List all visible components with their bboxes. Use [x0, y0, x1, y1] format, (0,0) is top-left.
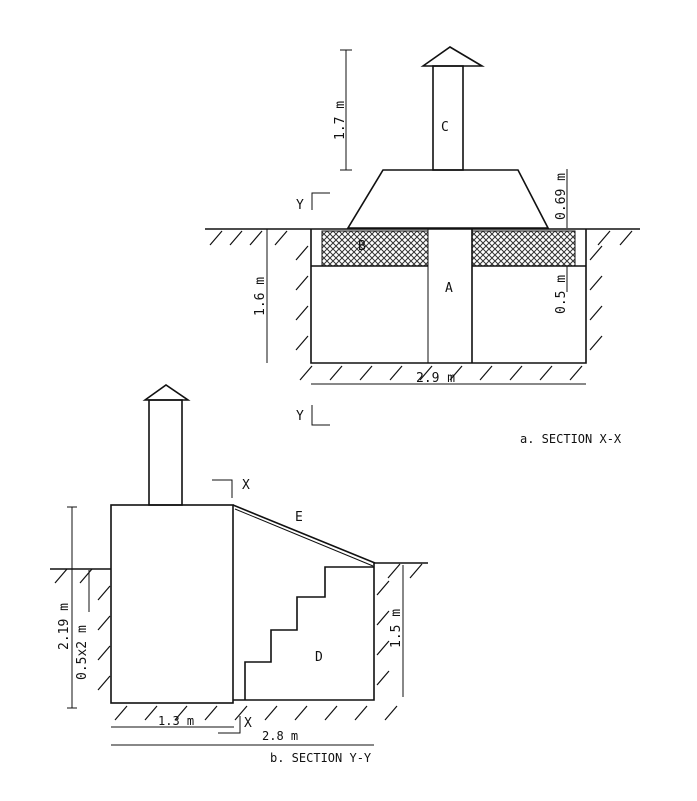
section-mark-x-bottom [218, 716, 241, 734]
roof-e [232, 504, 376, 564]
chimney [148, 399, 183, 506]
label-y-top: Y [296, 198, 304, 213]
label-y-bottom: Y [296, 409, 304, 424]
section-mark-y-top [311, 192, 330, 210]
stairs-d [244, 566, 374, 700]
caption-section-a: a. SECTION X-X [520, 432, 622, 446]
dim-stair-depth: 1.5 m [389, 609, 404, 648]
dim-pit-width: 2.9 m [416, 371, 455, 386]
caption-section-b: b. SECTION Y-Y [270, 751, 372, 765]
soil-hatch [54, 563, 423, 721]
slab-b-left [321, 230, 429, 267]
dim-total-height: 2.19 m [57, 603, 72, 650]
label-d: D [315, 650, 323, 665]
chimney-cap [142, 384, 191, 401]
soil-hatch [209, 230, 633, 381]
label-a: A [445, 281, 453, 296]
dim-chimney-height: 1.7 m [333, 101, 348, 140]
pit-walls [310, 229, 587, 364]
label-e: E [295, 510, 303, 525]
section-mark-y-bottom [311, 405, 330, 426]
dim-cover-height: 0.69 m [554, 173, 569, 220]
label-b: B [358, 239, 366, 254]
dim-pit-depth: 1.6 m [253, 277, 268, 316]
dim-opening: 0.5x2 m [75, 625, 90, 680]
latrine-chamber [110, 504, 234, 704]
label-x-bottom: X [244, 716, 252, 731]
superstructure-cover [346, 169, 550, 229]
dim-total-width: 2.8 m [262, 729, 298, 743]
section-a: C B A Y Y 1.7 m 0.69 m 1.6 m 0.5 m 2.9 m… [205, 46, 640, 446]
section-mark-x-top [212, 479, 233, 498]
dim-slab-thickness: 0.5 m [554, 275, 569, 314]
dim-chamber-width: 1.3 m [158, 714, 194, 728]
section-b: X X E D 2.19 m 0.5x2 m 1.5 m 1.3 m 2.8 m… [50, 384, 428, 765]
chimney-c [432, 65, 464, 171]
label-c: C [441, 120, 449, 135]
slab-b-right [471, 230, 576, 267]
label-x-top: X [242, 478, 250, 493]
chimney-cap [420, 46, 485, 67]
